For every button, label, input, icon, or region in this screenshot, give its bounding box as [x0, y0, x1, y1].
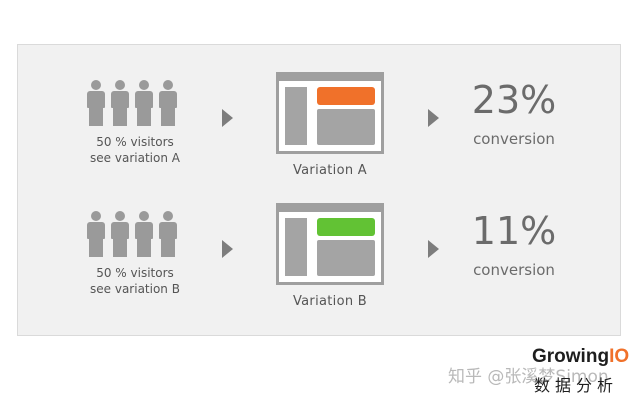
page-layout-icon: [276, 72, 384, 154]
logo-subtitle: 数据分析: [534, 376, 619, 395]
person-icon: [134, 211, 154, 257]
logo-word-main: Growing: [532, 346, 610, 367]
conversion-label: conversion: [473, 261, 555, 279]
audience-variation-text: see variation B: [90, 282, 180, 296]
person-icon: [86, 80, 106, 126]
variation-label: Variation B: [292, 294, 368, 309]
conversion-label: conversion: [473, 130, 555, 148]
person-icon: [110, 80, 130, 126]
person-icon: [134, 80, 154, 126]
play-arrow-icon: [222, 240, 233, 258]
variation-label: Variation A: [292, 163, 367, 178]
visitor-group-a: [86, 80, 178, 126]
audience-share-text: 50 % visitors: [96, 266, 174, 280]
layout-content-block: [317, 240, 375, 276]
page-layout-icon: [276, 203, 384, 285]
layout-banner-orange: [317, 87, 375, 105]
layout-content-block: [317, 109, 375, 145]
layout-banner-green: [317, 218, 375, 236]
logo-word-accent: IO: [609, 346, 630, 367]
visitor-group-b: [86, 211, 178, 257]
play-arrow-icon: [222, 109, 233, 127]
person-icon: [158, 80, 178, 126]
growingio-logo: GrowingIO: [532, 346, 629, 368]
layout-sidebar-block: [285, 218, 307, 276]
watermark-text: 知乎 @张溪梦Simon: [448, 367, 609, 387]
play-arrow-icon: [428, 240, 439, 258]
conversion-value: 23%: [471, 78, 557, 122]
conversion-value: 11%: [471, 209, 557, 253]
person-icon: [158, 211, 178, 257]
person-icon: [86, 211, 106, 257]
audience-share-text: 50 % visitors: [96, 135, 174, 149]
audience-variation-text: see variation A: [90, 151, 180, 165]
person-icon: [110, 211, 130, 257]
play-arrow-icon: [428, 109, 439, 127]
layout-sidebar-block: [285, 87, 307, 145]
